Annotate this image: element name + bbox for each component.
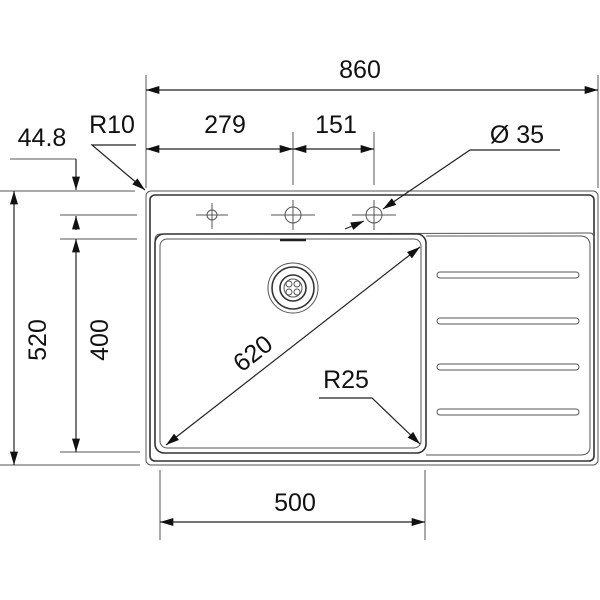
- dim-860-label: 860: [339, 56, 381, 84]
- dim-44-8-label: 44.8: [18, 124, 67, 152]
- dim-151-label: 151: [315, 111, 357, 139]
- drainer-groove: [436, 271, 580, 279]
- sink-outline: [145, 190, 599, 466]
- dim-500-label: 500: [274, 489, 316, 517]
- dimension-ledge-depth: 44.8: [0, 124, 140, 466]
- dim-r10-label: R10: [89, 111, 135, 139]
- drain-waste-icon: [267, 262, 319, 314]
- dimension-tap-offset: 279 151: [145, 111, 375, 185]
- dimension-overall-depth: 520: [10, 190, 52, 465]
- dim-400-label: 400: [86, 319, 114, 361]
- dim-520-label: 520: [24, 319, 52, 361]
- dimension-outer-radius: R10: [89, 111, 146, 191]
- dim-r25-label: R25: [323, 366, 369, 394]
- drainer: [426, 235, 591, 456]
- drainer-groove: [436, 408, 580, 416]
- drainer-groove: [436, 317, 580, 325]
- drainer-groove: [436, 363, 580, 371]
- dim-279-label: 279: [204, 111, 246, 139]
- dimension-bowl-radius: R25: [319, 366, 421, 445]
- dim-620-label: 620: [228, 330, 278, 378]
- dimension-overall-width: 860: [145, 56, 599, 188]
- tap-holes: [196, 200, 396, 230]
- dim-diameter-label: Ø 35: [490, 121, 544, 149]
- dimension-bowl-depth: 400: [72, 238, 114, 452]
- dimension-tap-diameter: Ø 35: [344, 121, 560, 230]
- dimension-bowl-width: 500: [159, 470, 426, 540]
- dimension-bowl-diagonal: 620: [165, 246, 421, 446]
- bowl: [154, 233, 427, 454]
